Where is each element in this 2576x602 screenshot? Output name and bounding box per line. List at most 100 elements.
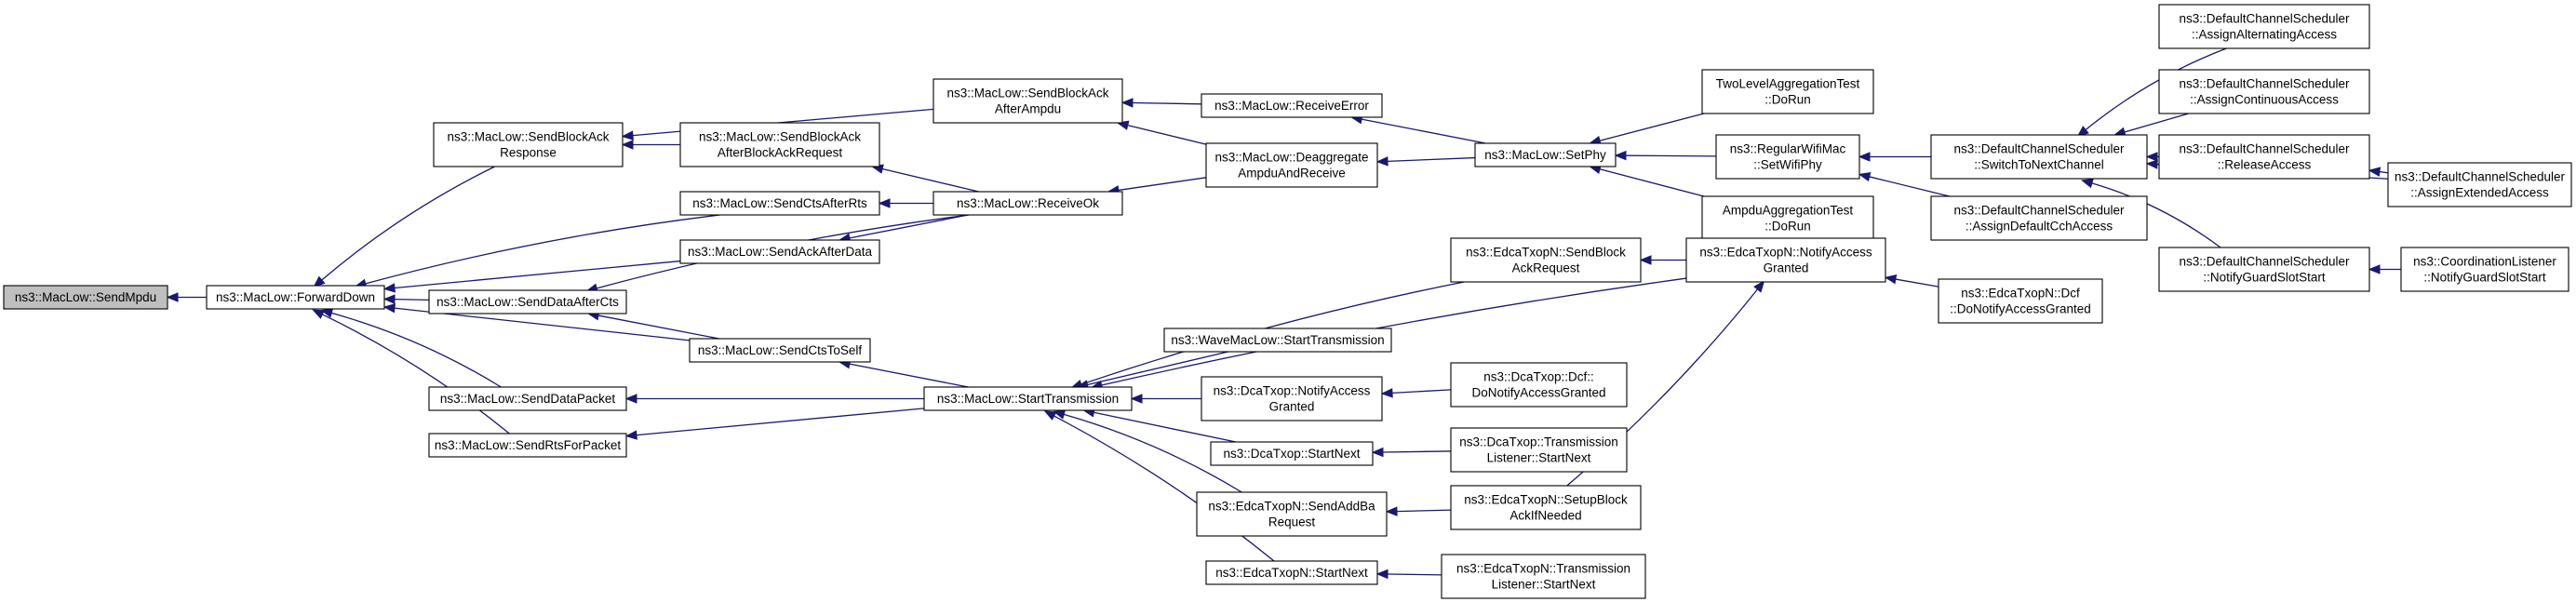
node-ampduagg[interactable]: AmpduAggregationTest::DoRun	[1701, 195, 1874, 241]
node-box	[1210, 441, 1374, 466]
edge-regularwifimac-to-setphy	[1614, 150, 1717, 161]
node-box	[1450, 485, 1642, 530]
edge-dcatranslistener-to-dcastartnext	[1371, 447, 1452, 458]
node-label: AfterBlockAckRequest	[718, 146, 843, 160]
edge-arrowhead	[1380, 388, 1393, 398]
node-senddatapacket[interactable]: ns3::MacLow::SendDataPacket	[428, 386, 627, 411]
edge-arrowhead	[621, 130, 634, 140]
node-setphy[interactable]: ns3::MacLow::SetPhy	[1474, 142, 1617, 167]
edge-deaggregate-to-receiveok	[1107, 177, 1207, 195]
node-edcadcfnotify[interactable]: ns3::EdcaTxopN::Dcf::DoNotifyAccessGrant…	[1938, 278, 2103, 324]
edge-starttransmission-to-senddatapacket	[624, 394, 925, 404]
node-dcatranslistener[interactable]: ns3::DcaTxop::TransmissionListener::Star…	[1450, 427, 1628, 473]
node-forwarddown[interactable]: ns3::MacLow::ForwardDown	[206, 285, 385, 310]
edge-line	[849, 214, 969, 239]
node-label: Response	[500, 146, 557, 160]
edge-line	[322, 314, 510, 435]
node-dcadcfnotify[interactable]: ns3::DcaTxop::Dcf::DoNotifyAccessGranted	[1450, 362, 1628, 408]
node-assigncontinuous[interactable]: ns3::DefaultChannelScheduler::AssignCont…	[2158, 69, 2370, 114]
edge-sendblockackresponse-to-forwarddown	[313, 166, 495, 288]
edge-ampduagg-to-setphy	[1589, 164, 1705, 197]
edge-arrowhead	[166, 292, 179, 302]
node-edcanotifyaccess[interactable]: ns3::EdcaTxopN::NotifyAccessGranted	[1685, 237, 1886, 283]
node-sendackafterdata[interactable]: ns3::MacLow::SendAckAfterData	[679, 239, 880, 264]
node-edcatranslistener[interactable]: ns3::EdcaTxopN::TransmissionListener::St…	[1441, 554, 1646, 599]
node-box	[1715, 134, 1860, 180]
node-coordlistener[interactable]: ns3::CoordinationListener::NotifyGuardSl…	[2400, 247, 2569, 292]
edge-receiveok-to-sendackafterdata	[838, 214, 969, 243]
node-label: AfterAmpdu	[995, 102, 1061, 116]
edge-coordlistener-to-notifyguardslot	[2368, 264, 2401, 274]
node-label: ns3::MacLow::SendAckAfterData	[688, 245, 873, 259]
edge-line	[2379, 170, 2389, 174]
node-assignextended[interactable]: ns3::DefaultChannelScheduler::AssignExte…	[2387, 162, 2572, 207]
edge-line	[1127, 124, 1207, 145]
node-label: ns3::DcaTxop::Transmission	[1459, 435, 1618, 449]
node-receiveok[interactable]: ns3::MacLow::ReceiveOk	[932, 191, 1123, 216]
node-label: ns3::CoordinationListener	[2413, 255, 2556, 269]
node-label: ns3::DefaultChannelScheduler	[2179, 12, 2350, 26]
node-box	[679, 191, 880, 216]
node-box	[428, 289, 627, 314]
node-switchtonext[interactable]: ns3::DefaultChannelScheduler::SwitchToNe…	[1930, 134, 2148, 180]
edge-line	[1869, 176, 1951, 197]
node-edcastartnext[interactable]: ns3::EdcaTxopN::StartNext	[1205, 560, 1378, 585]
node-label: ns3::DefaultChannelScheduler	[2179, 77, 2350, 91]
node-label: ns3::MacLow::SendBlockAck	[946, 87, 1108, 100]
node-starttransmission[interactable]: ns3::MacLow::StartTransmission	[923, 386, 1133, 411]
edge-arrowhead	[2368, 264, 2381, 274]
edge-switchtonext-to-regularwifimac	[1858, 152, 1932, 162]
node-label: ns3::MacLow::ReceiveOk	[957, 196, 1099, 210]
node-label: Listener::StartNext	[1492, 578, 1596, 592]
edge-line	[1053, 415, 1275, 562]
node-label: Granted	[1269, 400, 1315, 414]
edge-starttransmission-to-sendrtsforpacket	[624, 408, 925, 440]
node-label: ns3::EdcaTxopN::SendAddBa	[1208, 500, 1375, 514]
node-box	[433, 122, 624, 167]
node-sendctstoself[interactable]: ns3::MacLow::SendCtsToSelf	[689, 338, 871, 363]
edge-line	[321, 166, 495, 281]
node-senddataafterCts[interactable]: ns3::MacLow::SendDataAfterCts	[428, 289, 627, 314]
node-box	[2158, 247, 2370, 292]
node-wavemacstart[interactable]: ns3::WaveMacLow::StartTransmission	[1163, 328, 1392, 353]
node-label: ns3::MacLow::SendRtsForPacket	[435, 438, 622, 452]
node-label: ::DoRun	[1764, 93, 1811, 107]
node-label: ns3::MacLow::SendMpdu	[15, 290, 156, 304]
node-sendmpdu[interactable]: ns3::MacLow::SendMpdu	[3, 285, 168, 310]
node-assigndefaultcch[interactable]: ns3::DefaultChannelScheduler::AssignDefa…	[1930, 195, 2148, 241]
edge-assigncontinuous-to-switchtonext	[2113, 113, 2189, 137]
node-label: ns3::DcaTxop::Dcf::	[1483, 370, 1594, 384]
node-sendctsafterrts[interactable]: ns3::MacLow::SendCtsAfterRts	[679, 191, 880, 216]
node-receiveerror[interactable]: ns3::MacLow::ReceiveError	[1201, 93, 1383, 118]
edge-line	[1382, 450, 1452, 453]
node-label: ns3::EdcaTxopN::NotifyAccess	[1699, 246, 1872, 260]
node-notifyguardslot[interactable]: ns3::DefaultChannelScheduler::NotifyGuar…	[2158, 247, 2370, 292]
edge-senddataafterCts-to-forwarddown	[382, 294, 430, 304]
node-box	[1938, 278, 2103, 324]
edge-line	[331, 312, 502, 388]
node-label: Listener::StartNext	[1487, 451, 1591, 465]
node-releaseaccess[interactable]: ns3::DefaultChannelScheduler::ReleaseAcc…	[2158, 134, 2370, 180]
node-twolevelagg[interactable]: TwoLevelAggregationTest::DoRun	[1701, 69, 1874, 114]
node-dcanotifyaccess[interactable]: ns3::DcaTxop::NotifyAccessGranted	[1201, 376, 1383, 421]
node-assignalternating[interactable]: ns3::DefaultChannelScheduler::AssignAlte…	[2158, 4, 2370, 49]
node-sendrtsforpacket[interactable]: ns3::MacLow::SendRtsForPacket	[428, 433, 627, 458]
edge-edcasetupblockack-to-edcasendaddba	[1385, 506, 1452, 516]
node-box	[1441, 554, 1646, 599]
node-dcastartnext[interactable]: ns3::DcaTxop::StartNext	[1210, 441, 1374, 466]
edge-arrowhead	[313, 275, 326, 288]
node-label: ns3::DefaultChannelScheduler	[1953, 204, 2125, 218]
node-sendblockackafterbar[interactable]: ns3::MacLow::SendBlockAckAfterBlockAckRe…	[679, 122, 880, 167]
edge-arrowhead	[1053, 409, 1067, 420]
edge-sendctstoself-to-senddataafterCts	[586, 311, 719, 340]
edge-arrowhead	[382, 283, 396, 293]
node-box	[1474, 142, 1617, 167]
node-label: ::SwitchToNextChannel	[1974, 158, 2104, 172]
node-regularwifimac[interactable]: ns3::RegularWifiMac::SetWifiPhy	[1715, 134, 1860, 180]
